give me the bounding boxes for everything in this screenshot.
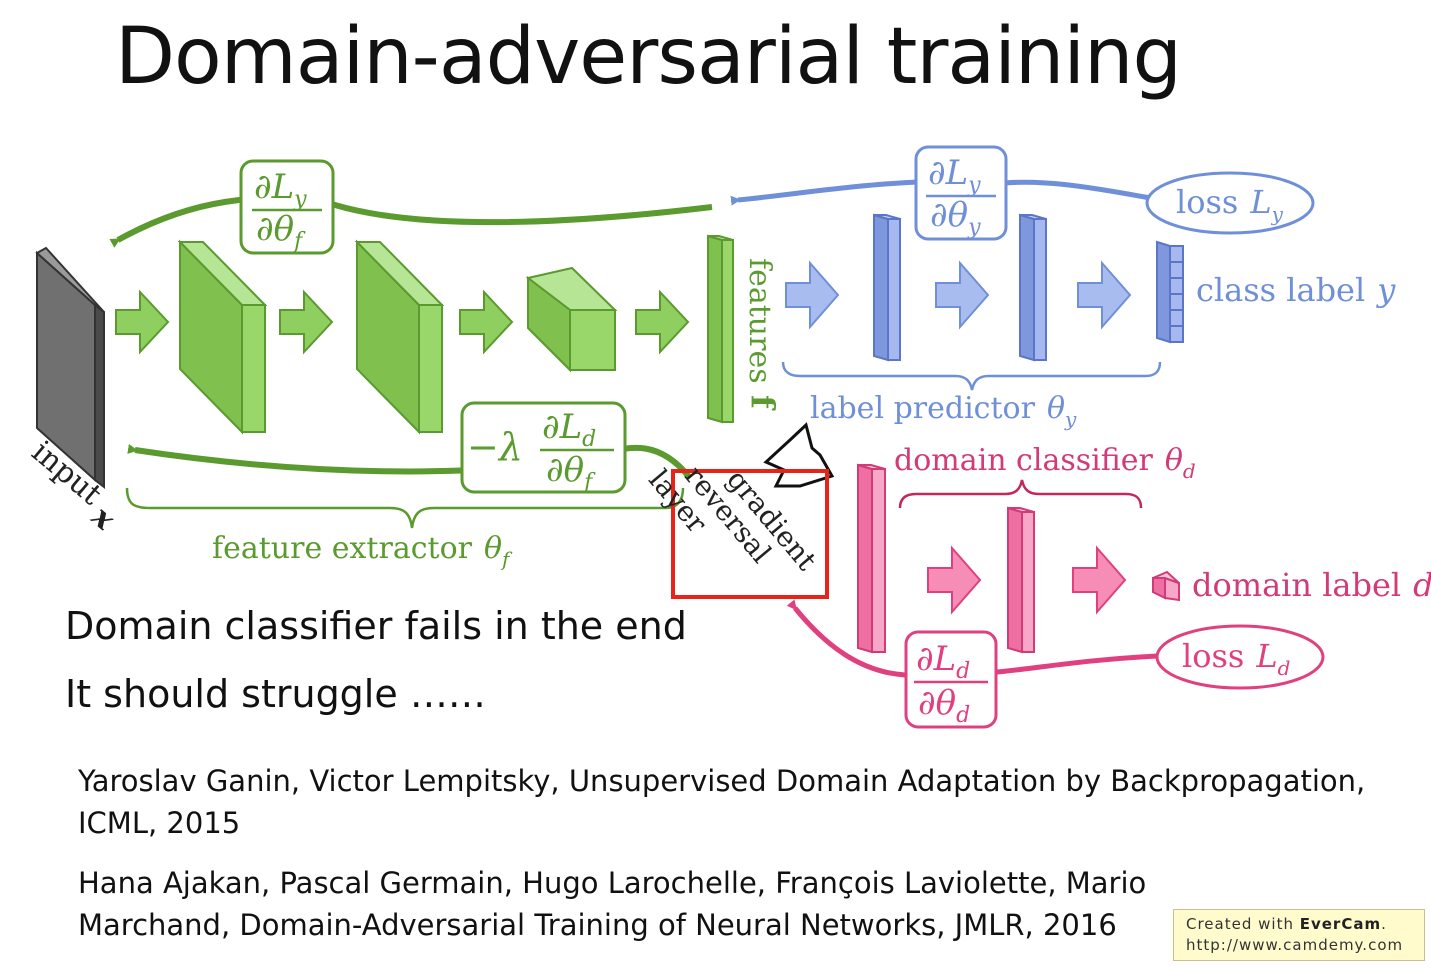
- slide-title: Domain-adversarial training: [115, 12, 1182, 102]
- evercam-watermark[interactable]: Created with EverCam. http://www.camdemy…: [1173, 909, 1425, 961]
- grl-highlight-box: [671, 469, 829, 599]
- features-layer: [707, 234, 734, 424]
- pink-arrow-2: [1072, 545, 1127, 615]
- grad-ly-thetaf-box: ∂Ly ∂θf: [239, 159, 335, 255]
- features-var: f: [744, 395, 782, 411]
- blue-layer-2: [1019, 213, 1047, 362]
- label-predictor-brace: [781, 361, 1162, 391]
- domain-output-cube: [1152, 570, 1180, 602]
- grad-features-arrow: [109, 195, 713, 248]
- svg-text:∂θd: ∂θd: [918, 683, 970, 728]
- green-arrow-4: [635, 289, 690, 355]
- reference-2: Hana Ajakan, Pascal Germain, Hugo Laroch…: [78, 866, 1147, 942]
- svg-text:∂Ld: ∂Ld: [542, 407, 596, 452]
- svg-text:∂θy: ∂θy: [930, 195, 981, 240]
- blue-backprop-arrow: [738, 179, 1151, 200]
- conv-layer-2: [354, 239, 445, 435]
- note-line-2: It should struggle ……: [65, 672, 486, 716]
- reference-1: Yaroslav Ganin, Victor Lempitsky, Unsupe…: [78, 764, 1366, 840]
- blue-arrow-3: [1077, 260, 1132, 330]
- pink-backprop-arrow: [795, 608, 1159, 678]
- grad-ly-thetay-box: ∂Ly ∂θy: [914, 145, 1008, 241]
- green-arrow-3: [459, 289, 514, 355]
- svg-text:∂Ld: ∂Ld: [916, 639, 970, 684]
- note-line-1: Domain classifier fails in the end: [65, 604, 687, 648]
- conv-layer-1: [177, 239, 268, 435]
- domain-layer-2: [1007, 506, 1035, 654]
- svg-text:∂Ly: ∂Ly: [928, 153, 981, 198]
- watermark-url[interactable]: http://www.camdemy.com: [1186, 936, 1404, 954]
- grad-reversed-box: −λ ∂Ld ∂θf: [460, 401, 627, 495]
- domain-layer-1: [857, 463, 886, 654]
- features-label: features: [742, 258, 777, 384]
- grl-hollow-arrow: [763, 422, 835, 488]
- conv-layer-3: [525, 266, 618, 373]
- input-image-plane: [35, 246, 105, 490]
- feature-extractor-brace: [125, 487, 685, 529]
- svg-text:−λ: −λ: [467, 425, 523, 469]
- class-output-vector: [1156, 240, 1184, 344]
- blue-arrow-1: [785, 260, 840, 330]
- domain-classifier-brace: [898, 479, 1143, 509]
- svg-text:∂Ly: ∂Ly: [254, 167, 307, 212]
- green-arrow-2: [279, 289, 334, 355]
- blue-layer-1: [873, 213, 901, 362]
- green-arrow-1: [115, 289, 170, 355]
- pink-arrow-1: [927, 545, 982, 615]
- watermark-line-1: Created with EverCam.: [1186, 915, 1387, 933]
- grad-ld-thetad-box: ∂Ld ∂θd: [904, 630, 998, 729]
- blue-arrow-2: [935, 260, 990, 330]
